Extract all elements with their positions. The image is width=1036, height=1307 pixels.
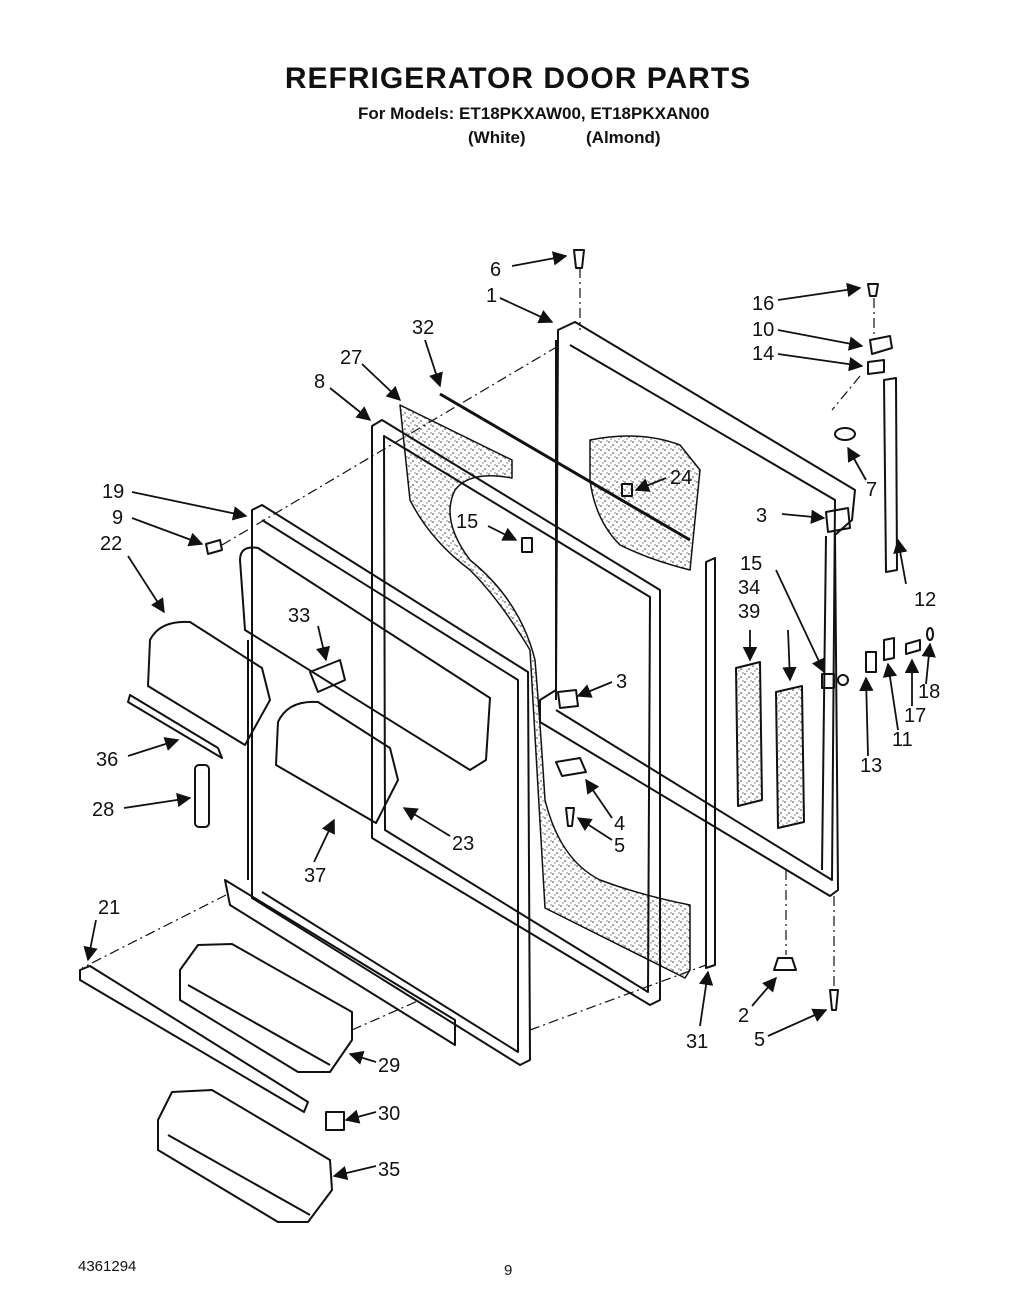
clip-24 [621,483,633,497]
callout-39: 39 [738,601,760,623]
callout-21: 21 [98,897,120,919]
upper-dairy-door [127,620,271,759]
callout-7: 7 [866,479,877,501]
callout-30: 30 [378,1103,400,1125]
callout-35: 35 [378,1159,400,1181]
callout-5-bottom: 5 [754,1029,765,1051]
callout-19: 19 [102,481,124,503]
callout-15-left: 15 [456,511,478,533]
callout-31: 31 [686,1031,708,1053]
callout-22: 22 [100,533,122,555]
alignment-lines [81,268,875,1031]
foam-block-34 [775,685,805,829]
callout-10: 10 [752,319,774,341]
bottom-shelf-trim [79,965,309,1113]
variant-almond: (Almond) [586,128,661,147]
nut-2 [773,957,797,971]
callout-37: 37 [304,865,326,887]
callout-12: 12 [914,589,936,611]
callout-33: 33 [288,605,310,627]
hinge-10 [869,335,893,355]
callout-3-lower: 3 [616,671,627,693]
callout-27: 27 [340,347,362,369]
callout-32: 32 [412,317,434,339]
callout-8: 8 [314,371,325,393]
callout-13: 13 [860,755,882,777]
retainer-33 [309,659,346,693]
callout-4: 4 [614,813,625,835]
callout-11: 11 [892,729,913,751]
callout-2: 2 [738,1005,749,1027]
callout-29: 29 [378,1055,400,1077]
screw-16 [867,283,879,297]
shim-14 [867,359,885,375]
callout-24: 24 [670,467,692,489]
cap-7 [834,427,856,441]
screw-5-mid [565,807,575,827]
lower-dairy-door [275,700,399,824]
hinge-3-upper [825,507,851,533]
foam-block-39 [735,661,763,807]
callout-15-right: 15 [740,553,762,575]
bushing-11 [883,637,895,661]
callout-14: 14 [752,343,774,365]
models-line: For Models: ET18PKXAW00, ET18PKXAN00 [358,104,710,123]
screw-5-bottom [829,989,839,1011]
callout-9: 9 [112,507,123,529]
page-title: REFRIGERATOR DOOR PARTS [284,62,752,95]
door-bin-35 [157,1089,333,1223]
callout-23: 23 [452,833,474,855]
callout-3-upper: 3 [756,505,767,527]
callout-34: 34 [738,577,760,599]
hinge-rod-12 [883,377,898,573]
screw-9 [205,539,223,555]
top-rod [439,392,691,542]
clip-15-right [821,673,835,689]
screw-17 [905,639,921,655]
variant-white: (White) [468,128,526,147]
outer-door-panel [539,321,856,897]
document-number: 4361294 [78,1258,137,1275]
bracket-28 [194,764,210,828]
callout-28: 28 [92,799,114,821]
clip-30 [325,1111,345,1131]
leader-lines [83,251,936,1181]
door-bin-29 [179,943,353,1073]
plate-4 [555,757,587,777]
page-number: 9 [504,1262,513,1279]
callout-36: 36 [96,749,118,771]
screw-6 [573,249,585,269]
callout-18: 18 [918,681,940,703]
liner-frame [371,419,661,1006]
callout-17: 17 [904,705,926,727]
breaker-strip [705,557,716,969]
stop-13 [865,651,877,673]
hinge-3-lower [557,689,579,709]
washer-18 [926,627,934,641]
inner-door-liner [224,504,531,1066]
callout-16: 16 [752,293,774,315]
foam-insulation [399,404,701,979]
callout-5-mid: 5 [614,835,625,857]
callout-6: 6 [490,259,501,281]
callout-numbers: 6 1 16 10 14 32 27 8 7 3 12 19 9 22 24 1… [92,259,940,1181]
clip-15-left [521,537,533,553]
callout-1: 1 [486,285,497,307]
